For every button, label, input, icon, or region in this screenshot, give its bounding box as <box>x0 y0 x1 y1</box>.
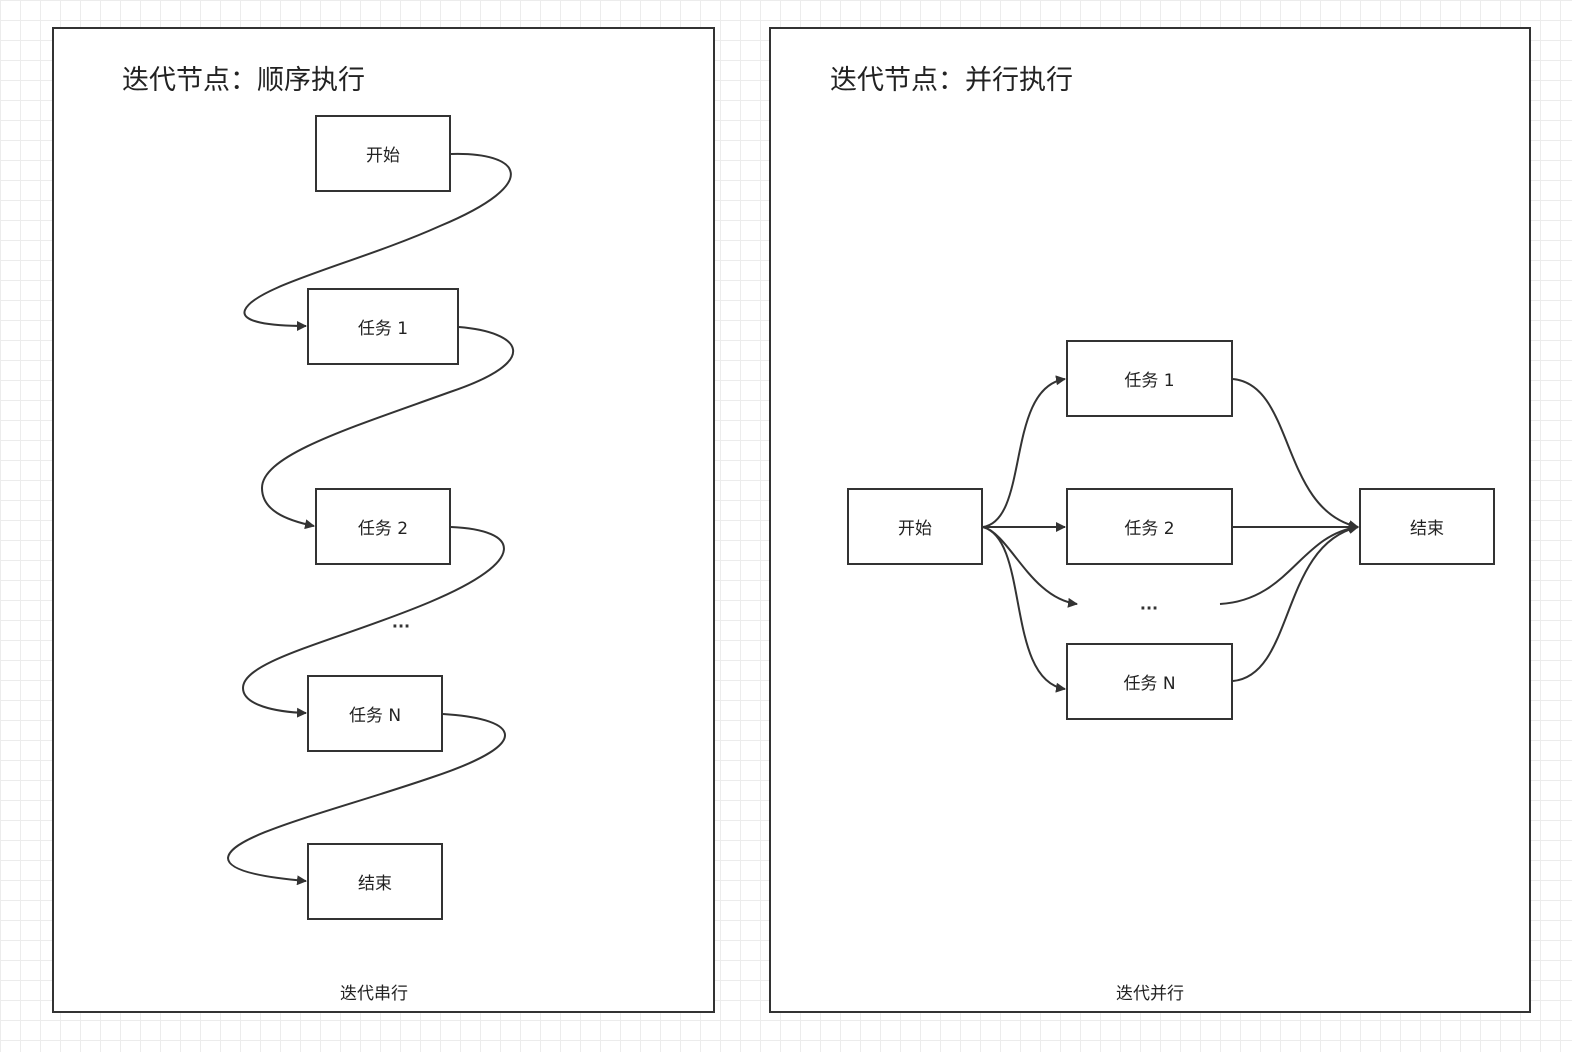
par-task2-node[interactable]: 任务 2 <box>1066 488 1233 565</box>
seq-taskN-node[interactable]: 任务 N <box>307 675 443 752</box>
par-start-node[interactable]: 开始 <box>847 488 983 565</box>
par-end-node[interactable]: 结束 <box>1359 488 1495 565</box>
par-task1-node[interactable]: 任务 1 <box>1066 340 1233 417</box>
seq-task1-node[interactable]: 任务 1 <box>307 288 459 365</box>
parallel-panel-title: 迭代节点：并行执行 <box>830 65 1073 96</box>
seq-ellipsis: ... <box>391 612 411 632</box>
sequential-panel-caption: 迭代串行 <box>340 984 408 1004</box>
par-taskN-node[interactable]: 任务 N <box>1066 643 1233 720</box>
seq-end-node[interactable]: 结束 <box>307 843 443 920</box>
seq-task2-node[interactable]: 任务 2 <box>315 488 451 565</box>
parallel-panel-caption: 迭代并行 <box>1116 984 1184 1004</box>
seq-start-node[interactable]: 开始 <box>315 115 451 192</box>
sequential-panel-title: 迭代节点：顺序执行 <box>122 65 365 96</box>
par-ellipsis: ... <box>1139 594 1159 614</box>
